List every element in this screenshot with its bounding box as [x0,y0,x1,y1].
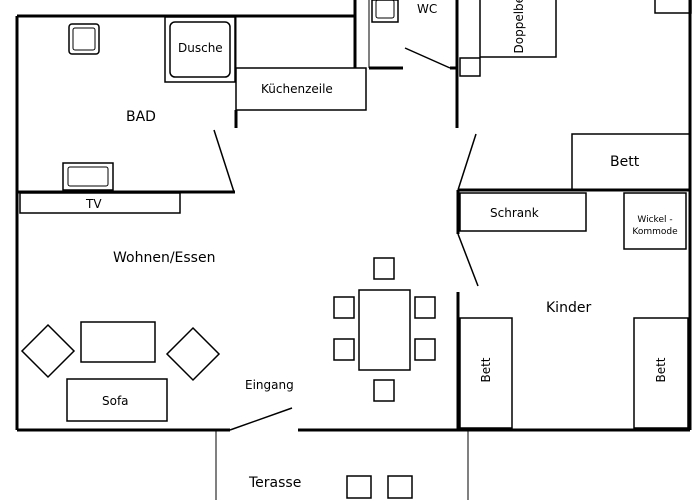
label-dusche: Dusche [178,41,223,55]
chair-top [373,257,395,280]
chair-left-top [333,296,355,319]
armchair-left [20,323,76,379]
chair-right-top [414,296,436,319]
sink-bad-basin [67,166,109,187]
bett-right-box [633,317,689,429]
armchair-right [165,326,221,382]
label-kinder: Kinder [546,300,592,316]
chair-bottom [373,379,395,402]
coffee-table [80,321,156,363]
toilet-bad [68,23,100,55]
label-terasse: Terasse [249,475,302,491]
dining-table [358,289,411,371]
toilet-wc-inner [375,0,395,19]
door-kinder [457,233,479,287]
furniture-top-right [654,0,692,14]
toilet-bad-tank [72,27,96,51]
label-schrank: Schrank [490,206,539,220]
kuechenzeile-box [235,67,367,111]
doppelbett-box [479,0,557,58]
sofa-box [66,378,168,422]
label-wickel-kommode: Wickel - Kommode [632,215,678,237]
terrace-chair-2 [387,475,413,499]
chair-right-bottom [414,338,436,361]
bett-top-box [571,133,691,191]
label-wohnen-essen: Wohnen/Essen [113,250,216,266]
label-bett-right: Bett [654,357,668,383]
label-sofa: Sofa [102,394,129,408]
door-eingang [229,407,293,431]
chair-left-bottom [333,338,355,361]
dusche-outer [164,16,236,83]
tv-box [19,192,181,214]
schrank-box [459,192,587,232]
toilet-wc [371,0,399,23]
door-bad [213,129,235,193]
dusche-inner [169,21,231,78]
label-eingang: Eingang [245,378,294,392]
label-kuechenzeile: Küchenzeile [261,82,333,96]
doppelbett-corner [459,57,481,77]
sink-bad [62,162,114,191]
bett-left-box [459,317,513,429]
door-bedroom [457,133,477,191]
label-bett-top: Bett [610,154,640,170]
wickel-box [623,192,687,250]
label-wc: WC [417,2,438,16]
label-bett-left: Bett [479,357,493,383]
label-bad: BAD [126,109,156,125]
door-wc [404,47,451,69]
terrace-chair-1 [346,475,372,499]
label-doppelbett: Doppelbett [512,0,526,54]
label-tv: TV [86,197,102,211]
